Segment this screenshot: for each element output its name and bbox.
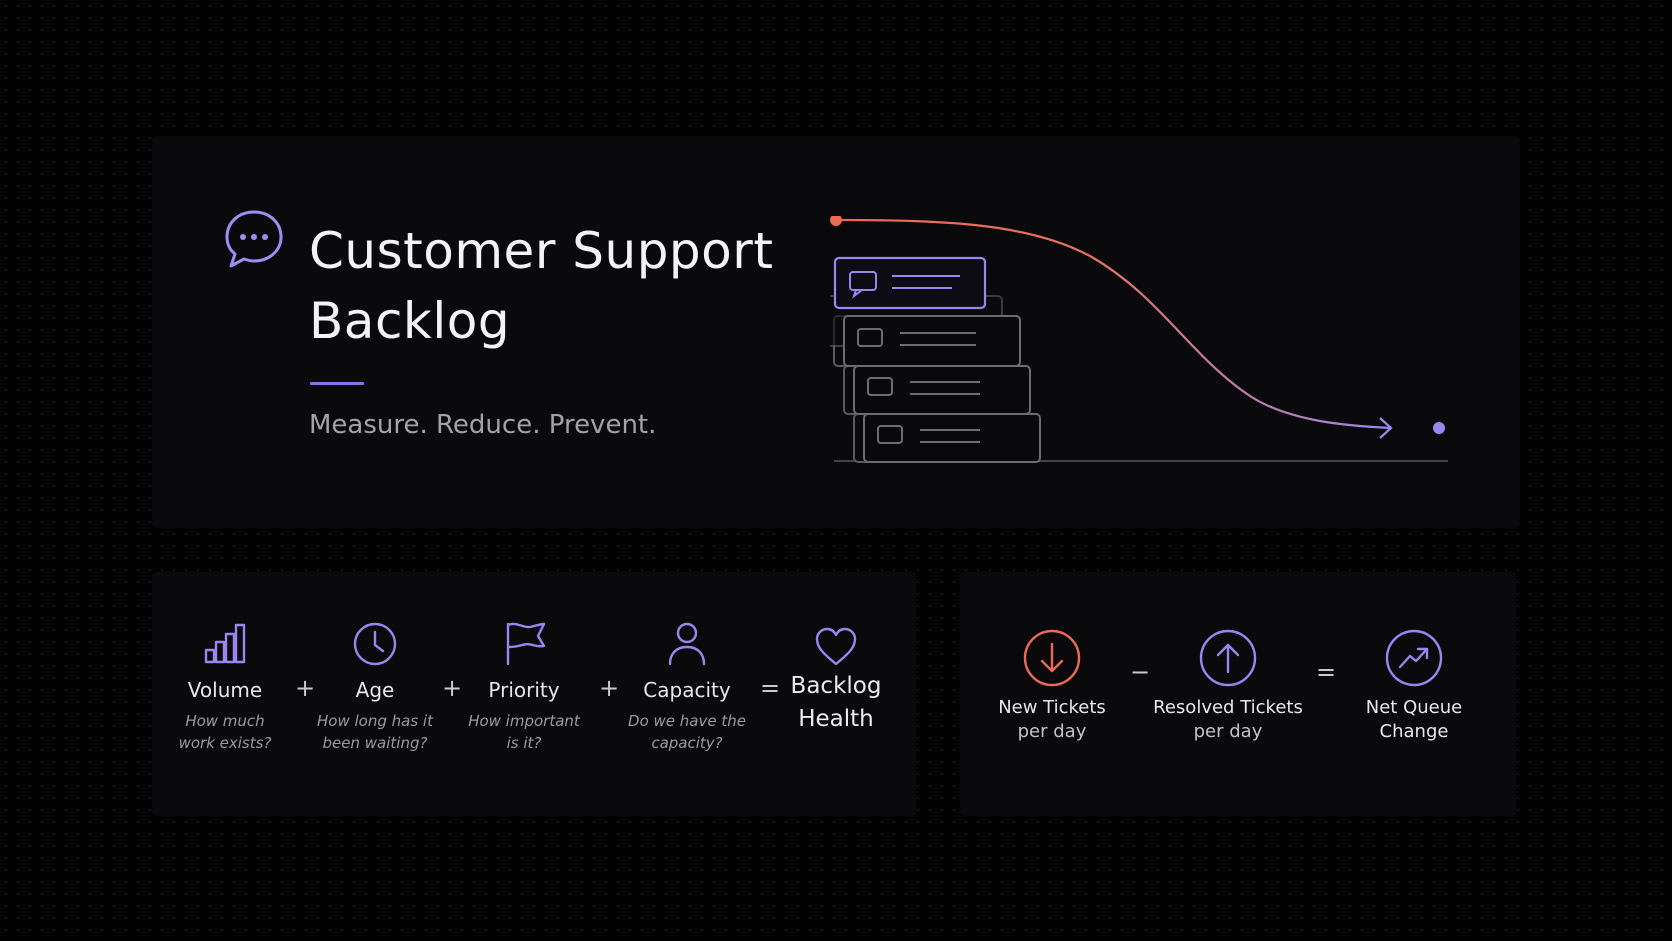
- curve-start-dot: [830, 216, 842, 226]
- term-label: Capacity: [643, 678, 731, 702]
- term-question-line1: How long has it: [317, 712, 433, 730]
- term-question: How long has it been waiting?: [310, 710, 440, 754]
- queue-term-sub: per day: [1193, 721, 1263, 742]
- reduction-curve: [835, 218, 1391, 430]
- clock-icon: [353, 622, 397, 666]
- page-title: Customer Support Backlog: [309, 216, 773, 356]
- arrow-down-circle-icon: [1023, 629, 1081, 687]
- operator-equals: =: [760, 674, 781, 702]
- queue-term-resolved-tickets: Resolved Tickets per day: [1152, 628, 1304, 744]
- net-queue-formula: [960, 572, 1516, 816]
- formula-result-backlog-health: Backlog Health: [780, 626, 892, 736]
- term-label: Volume: [187, 678, 263, 702]
- operator-minus: −: [1130, 658, 1151, 686]
- formula-term-volume: Volume How much work exists?: [170, 620, 280, 754]
- term-question: How much work exists?: [170, 710, 280, 754]
- term-question-line1: How important: [468, 712, 580, 730]
- chat-bubble-dots-icon: [225, 210, 283, 268]
- curve-arrow-head: [1379, 417, 1393, 439]
- term-question-line1: Do we have the: [628, 712, 746, 730]
- formula-term-priority: Priority How important is it?: [464, 620, 584, 754]
- operator-equals: =: [1316, 658, 1337, 686]
- term-question-line2: is it?: [506, 734, 542, 752]
- heart-icon: [815, 627, 857, 666]
- person-icon: [668, 622, 706, 666]
- trend-up-circle-icon: [1385, 629, 1443, 687]
- queue-term-sub: Change: [1379, 721, 1449, 742]
- term-label: Priority: [488, 678, 560, 702]
- term-question-line2: work exists?: [178, 734, 272, 752]
- term-question-line2: capacity?: [651, 734, 723, 752]
- backlog-health-formula: [152, 572, 916, 816]
- arrow-up-circle-icon: [1199, 629, 1257, 687]
- operator-plus: +: [599, 674, 620, 702]
- result-label-line2: Health: [798, 706, 874, 732]
- backlog-illustration: [830, 216, 1448, 463]
- term-question-line1: How much: [185, 712, 265, 730]
- operator-plus: +: [295, 674, 316, 702]
- title-divider: [310, 382, 364, 385]
- operator-plus: +: [442, 674, 463, 702]
- result-label-line1: Backlog: [790, 673, 882, 699]
- queue-term-label: Resolved Tickets: [1153, 697, 1303, 718]
- queue-term-sub: per day: [1017, 721, 1087, 742]
- term-label: Age: [355, 678, 395, 702]
- ticket-card-lines: [857, 328, 980, 444]
- formula-term-capacity: Capacity Do we have the capacity?: [622, 620, 752, 754]
- term-question: Do we have the capacity?: [622, 710, 752, 754]
- flag-icon: [506, 622, 546, 666]
- queue-term-new-tickets: New Tickets per day: [990, 628, 1114, 744]
- queue-term-label: New Tickets: [998, 697, 1106, 718]
- title-line-2: Backlog: [309, 292, 511, 350]
- result-label: Backlog Health: [780, 670, 892, 736]
- curve-end-dot: [1433, 422, 1445, 434]
- queue-term-net-change: Net Queue Change: [1352, 628, 1476, 744]
- subtitle: Measure. Reduce. Prevent.: [309, 410, 657, 440]
- ticket-card-top: [833, 256, 987, 310]
- term-question: How important is it?: [464, 710, 584, 754]
- title-line-1: Customer Support: [309, 222, 774, 280]
- bar-chart-icon: [204, 623, 246, 664]
- ticket-card: [843, 315, 1041, 463]
- queue-term-label: Net Queue: [1365, 697, 1463, 718]
- term-question-line2: been waiting?: [322, 734, 428, 752]
- formula-term-age: Age How long has it been waiting?: [310, 620, 440, 754]
